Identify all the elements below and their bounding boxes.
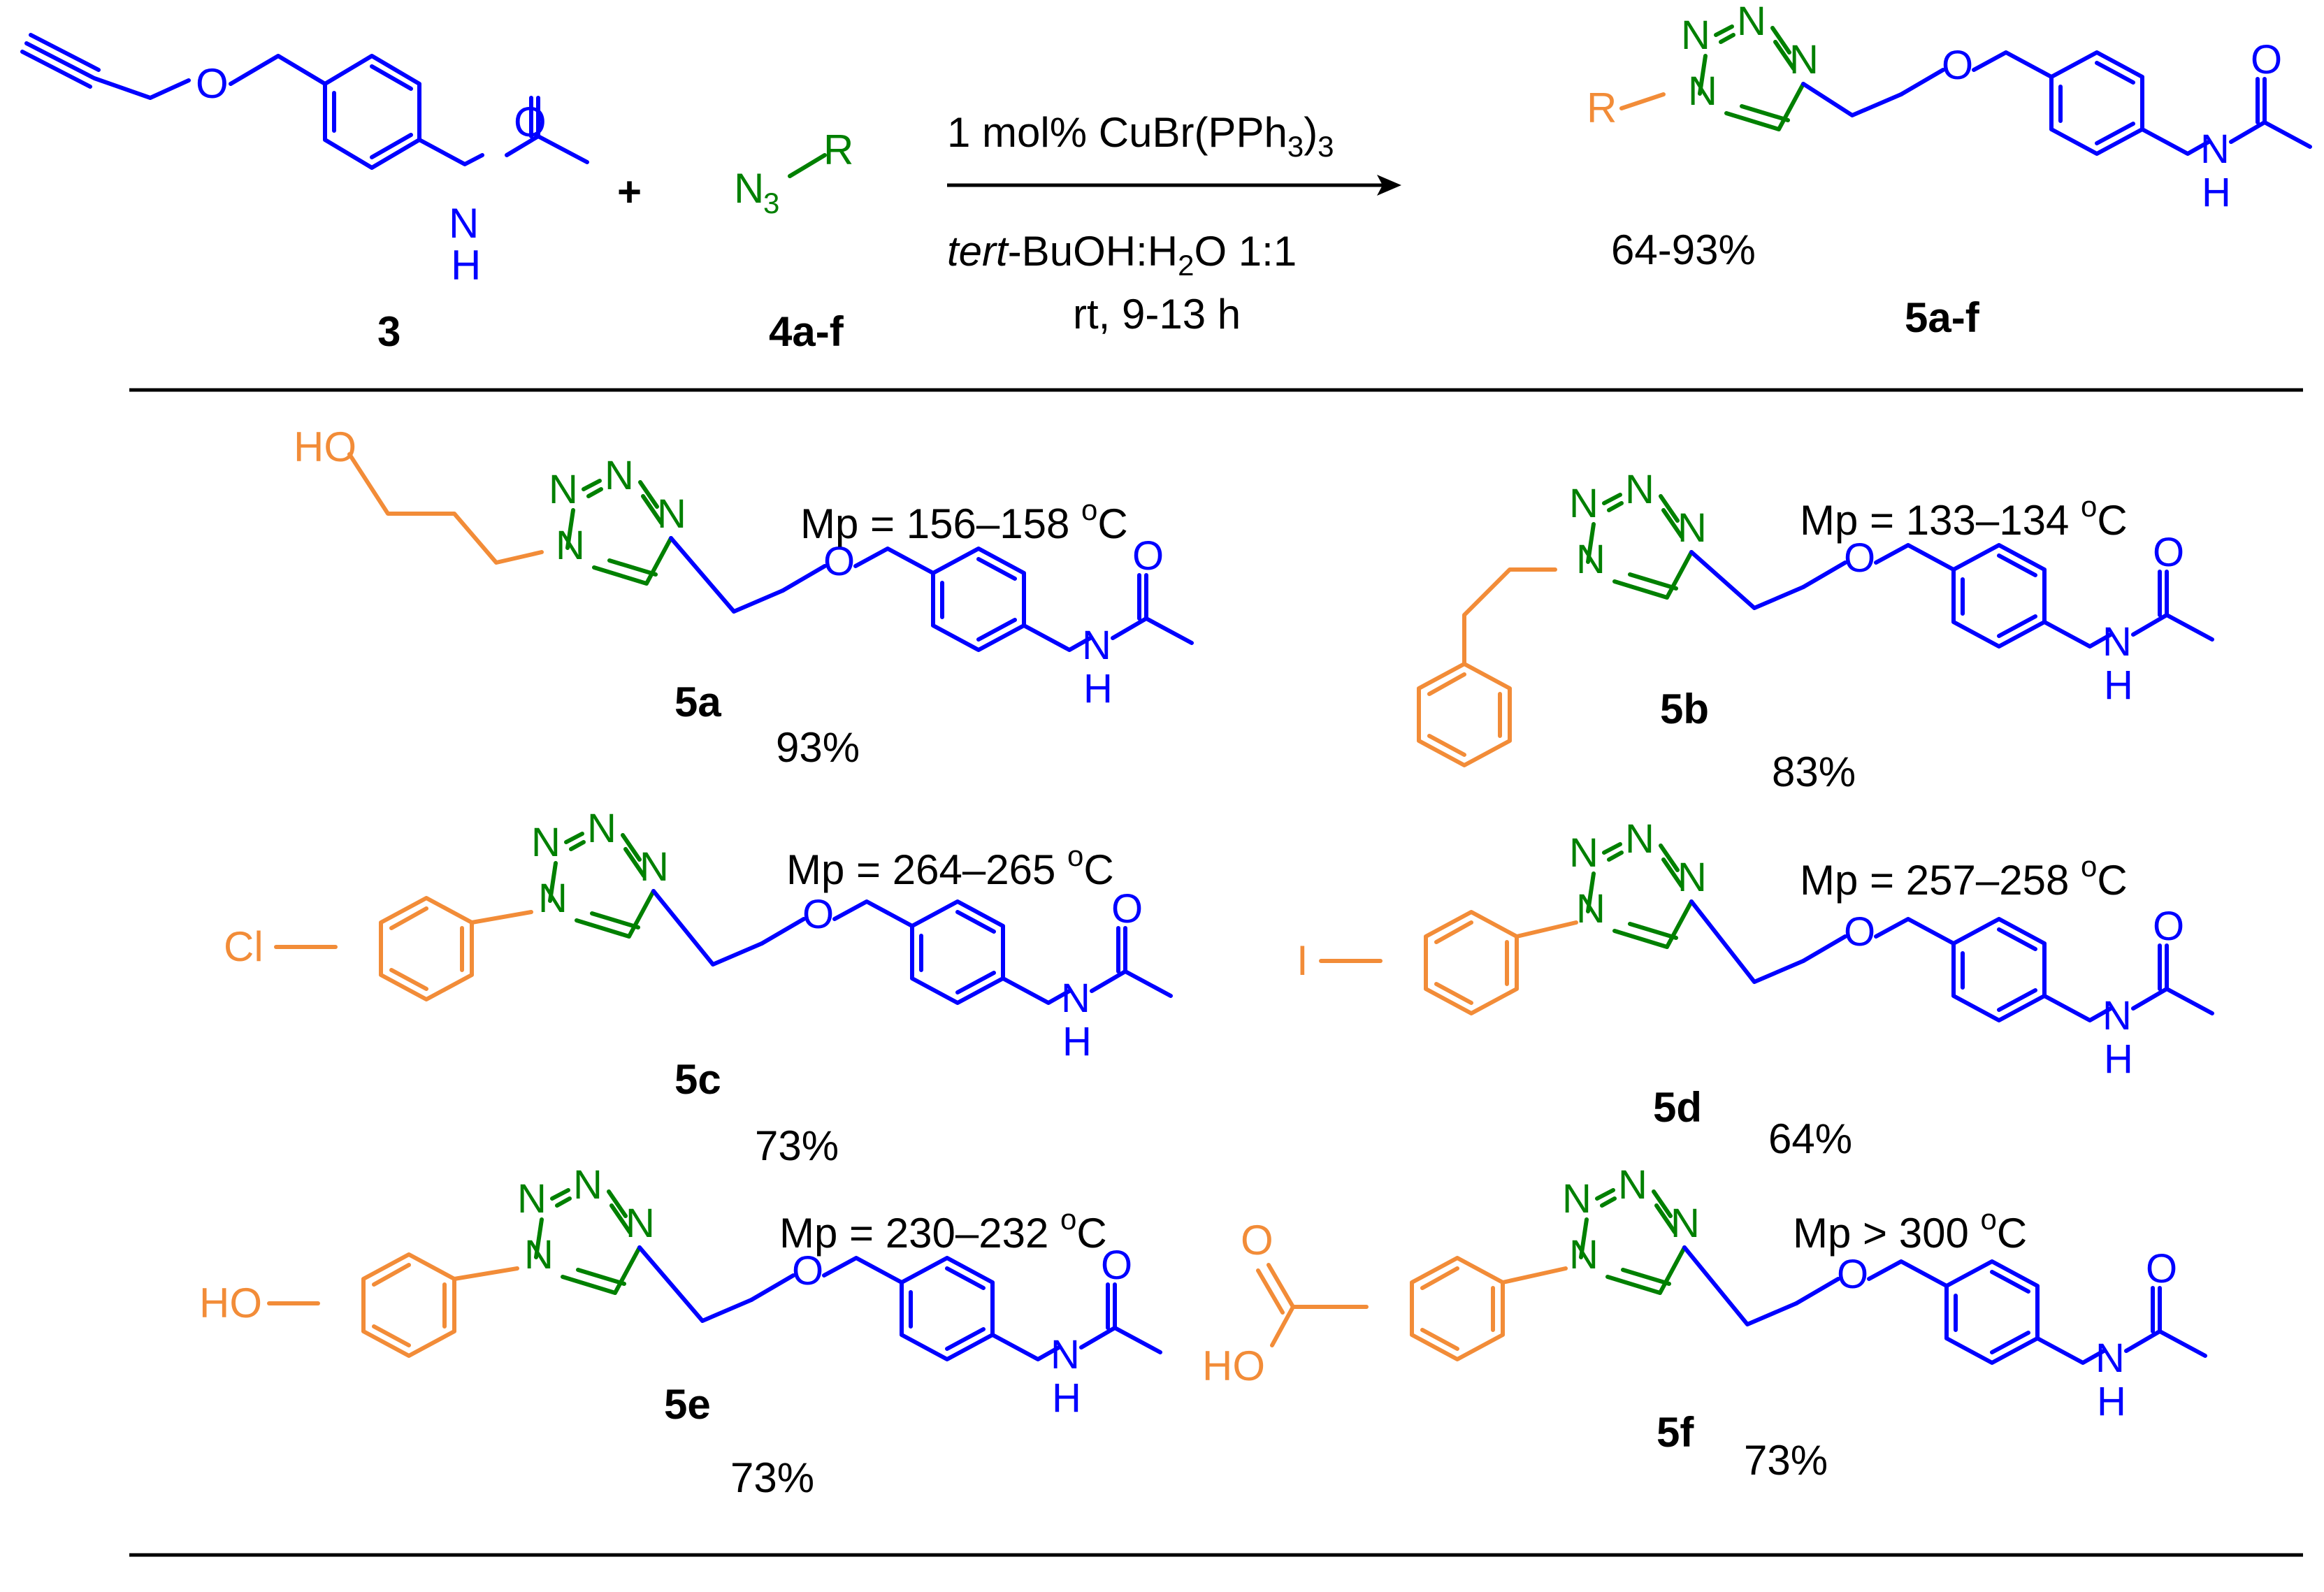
mp-5c: Mp = 264–265 oC <box>786 839 1114 893</box>
yield-5e: 73% <box>730 1454 814 1501</box>
mp-5e: Mp = 230–232 oC <box>779 1203 1107 1257</box>
propargyl-oxygen: O <box>196 60 229 107</box>
compound-label-3: 3 <box>377 308 400 355</box>
yield-5b: 83% <box>1772 748 1856 795</box>
compound-label-4a-f: 4a-f <box>769 308 844 355</box>
yield-5a: 93% <box>776 724 860 771</box>
carbonyl-oxygen: O <box>514 99 547 145</box>
mp-5f: Mp > 300 oC <box>1793 1203 2027 1257</box>
hydroxyl-label: HO <box>294 424 356 470</box>
amide-hydrogen: H <box>451 242 481 289</box>
product-5c: Cl Mp = 264–265 oC 5c 73% <box>224 806 1171 1169</box>
mp-5a: Mp = 156–158 oC <box>800 493 1128 547</box>
catalyst-label: 1 mol% CuBr(PPh3)3 <box>947 109 1334 163</box>
mp-5b: Mp = 133–134 oC <box>1800 490 2128 544</box>
product-r-group: R <box>1587 85 1617 131</box>
conditions-label: rt, 9-13 h <box>1073 291 1241 338</box>
product-triazole <box>1681 0 1819 129</box>
mp-5d: Mp = 257–258 oC <box>1800 850 2128 904</box>
compound-label-5a-f: 5a-f <box>1905 294 1980 341</box>
azide-subscript: 3 <box>763 187 779 219</box>
product-5a: HO Mp = 156–158 oC 5a 93% <box>294 424 1192 771</box>
label-5f: 5f <box>1657 1409 1694 1456</box>
reaction-arrow: 1 mol% CuBr(PPh3)3 tert-BuOH:H2O 1:1 rt,… <box>947 109 1401 338</box>
yield-5d: 64% <box>1768 1115 1852 1162</box>
product-core <box>1901 37 2310 215</box>
product-5e: HO Mp = 230–232 oC 5e 73% <box>199 1162 1160 1501</box>
acid-hydroxyl-label: HO <box>1202 1343 1265 1389</box>
azide-4a-f: N 3 R 4a-f <box>734 126 853 355</box>
azide-r-group: R <box>823 126 853 173</box>
iodo-label: I <box>1297 937 1308 984</box>
solvent-label: tert-BuOH:H2O 1:1 <box>947 228 1297 282</box>
product-5f: O HO Mp > 300 oC 5f 73% <box>1202 1162 2205 1484</box>
label-5a: 5a <box>674 679 721 725</box>
label-5b: 5b <box>1660 686 1709 732</box>
yield-5f: 73% <box>1744 1437 1828 1484</box>
chloro-label: Cl <box>224 923 264 970</box>
azide-n: N <box>734 165 764 212</box>
amide-nitrogen: N <box>449 200 479 247</box>
label-5d: 5d <box>1653 1084 1702 1131</box>
product-5a-f: R 64-93% 5a-f <box>1587 0 2310 341</box>
yield-5c: 73% <box>755 1122 839 1169</box>
carbonyl-oxygen-acid: O <box>1241 1217 1273 1264</box>
yield-range: 64-93% <box>1611 226 1756 273</box>
product-5b: Mp = 133–134 oC 5b 83% <box>1419 467 2212 795</box>
product-5d: I Mp = 257–258 oC 5d 64% <box>1297 816 2212 1162</box>
starting-material-3: O N H O 3 <box>20 33 589 355</box>
label-5c: 5c <box>674 1056 721 1103</box>
label-5e: 5e <box>664 1381 711 1428</box>
phenol-label: HO <box>199 1280 262 1326</box>
plus-sign: + <box>617 168 642 215</box>
